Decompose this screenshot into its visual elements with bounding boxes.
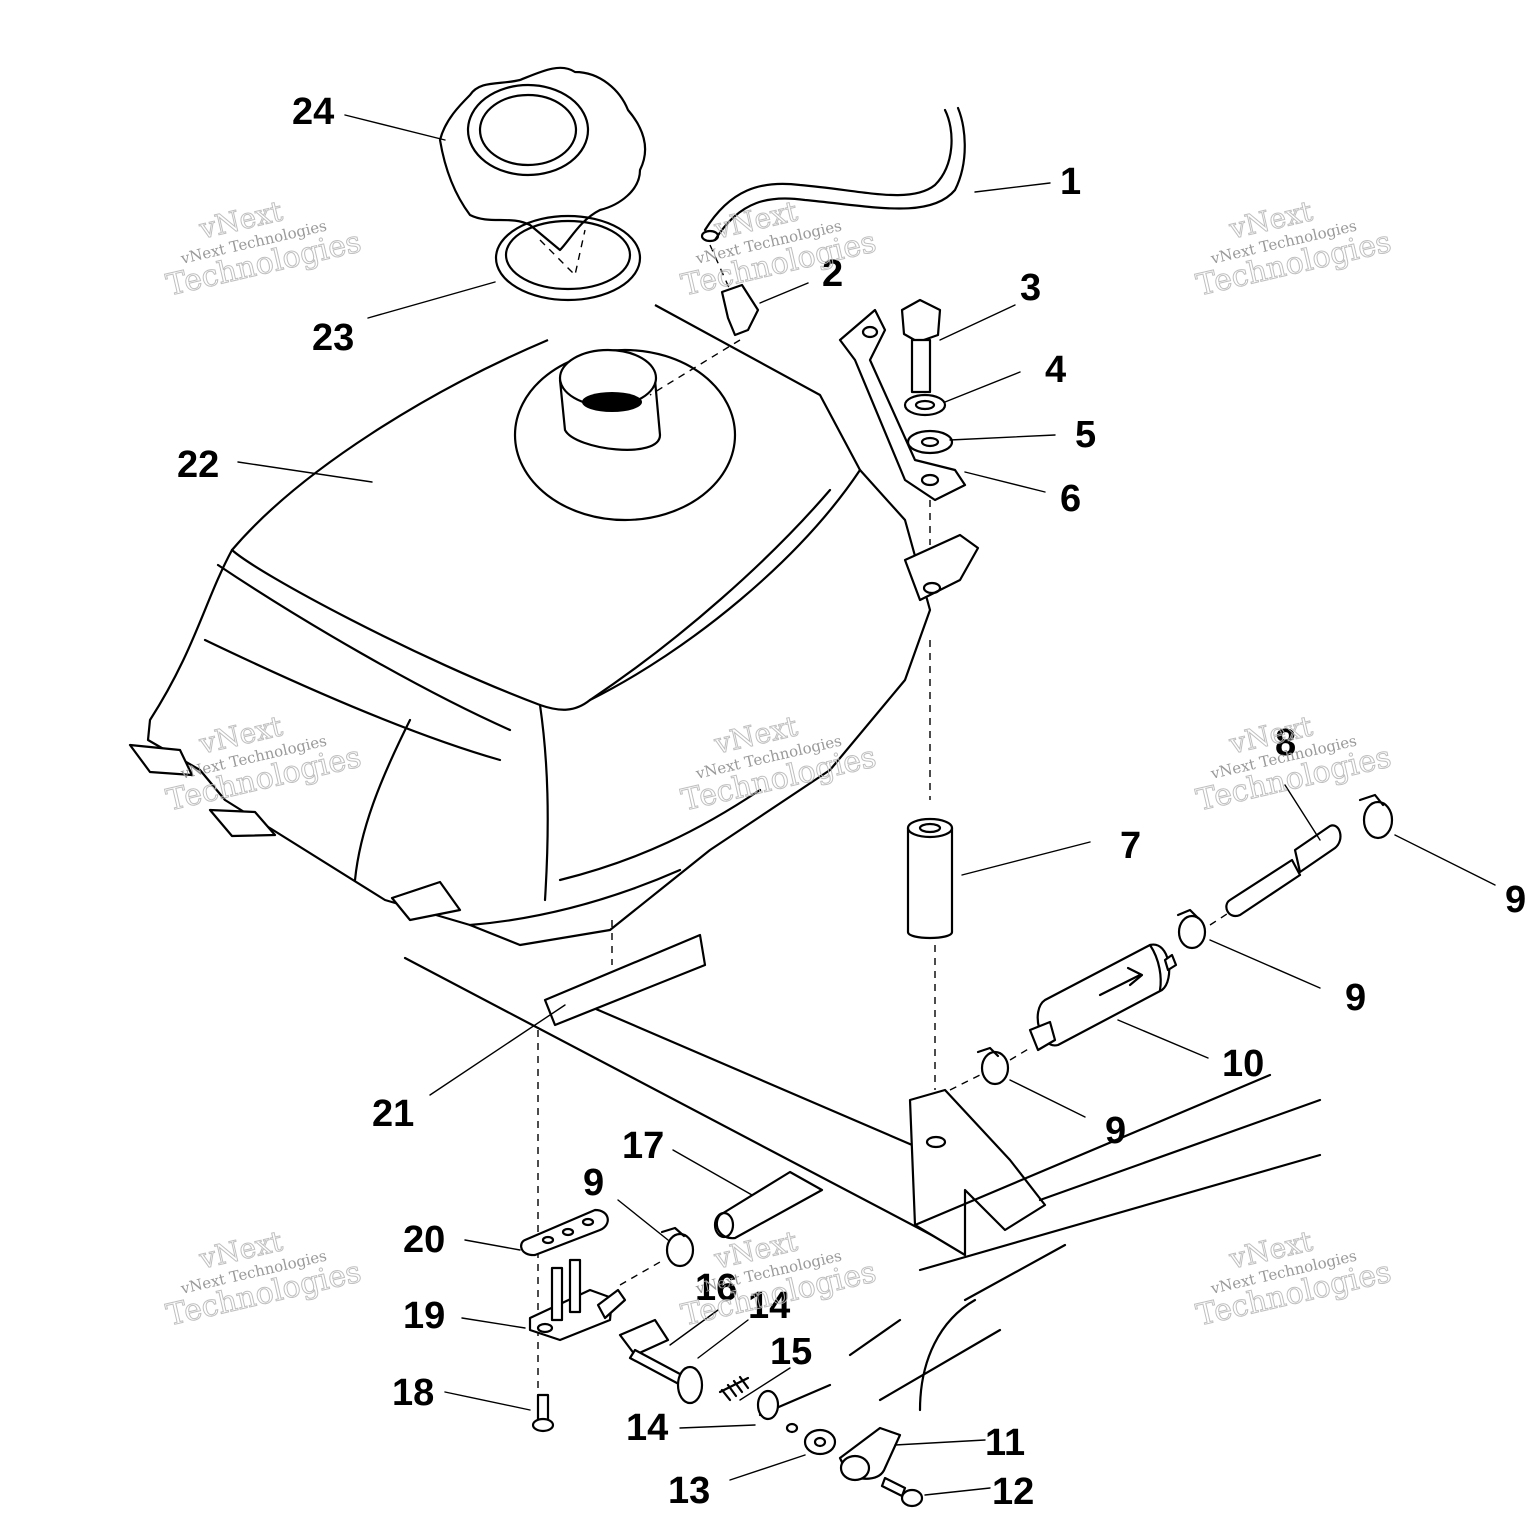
callout-11: 11 [985,1422,1025,1464]
lock-washer [903,393,947,417]
fuel-hose-lower [713,1170,824,1240]
callout-17: 17 [622,1125,664,1167]
spacer-tube [906,817,954,940]
callout-9d: 9 [583,1162,604,1204]
callout-14b: 14 [626,1407,668,1449]
frame [403,956,1322,1417]
fuel-cap [438,66,647,252]
fuel-petcock [528,1258,627,1342]
callout-3: 3 [1020,267,1041,309]
watermark: vNext vNext Technologies Technologies [163,1224,365,1334]
valve-washer [756,1389,780,1421]
elbow-fitting [720,283,760,337]
valve-knob [838,1426,902,1482]
callout-23: 23 [312,317,354,359]
callout-12: 12 [992,1471,1034,1513]
callout-24: 24 [292,91,334,133]
o-ring [494,214,642,302]
callout-7: 7 [1120,825,1141,867]
callout-21: 21 [372,1093,414,1135]
callout-16: 16 [695,1267,737,1309]
callout-22: 22 [177,444,219,486]
callout-9a: 9 [1505,879,1526,921]
vent-hose [700,106,966,243]
callout-15: 15 [770,1331,812,1373]
hex-bolt [900,298,942,394]
knob-screw [880,1476,924,1508]
valve-stem [618,1318,704,1405]
hose-clamp [976,1046,1010,1086]
watermark: vNext vNext Technologies Technologies [1193,1224,1395,1334]
callout-14a: 14 [748,1285,790,1327]
flat-washer [906,429,954,455]
callout-20: 20 [403,1219,445,1261]
rubber-pad [543,933,707,1027]
callout-2: 2 [822,253,843,295]
fuel-hose-upper [1225,824,1342,918]
o-ring-small [785,1422,799,1434]
callout-labels: 1 2 3 4 5 6 7 8 9 9 9 9 10 11 12 13 14 1… [177,91,1526,1513]
hose-clamp [1176,908,1207,950]
watermark: vNext vNext Technologies Technologies [678,194,880,304]
screw [531,1393,555,1433]
fuel-tank [128,304,980,947]
mounting-bracket [838,308,967,502]
callout-13: 13 [668,1470,710,1512]
leader-lines [237,114,1496,1496]
callout-19: 19 [403,1295,445,1337]
callout-1: 1 [1060,161,1081,203]
hose-clamp [660,1226,695,1268]
callout-9b: 9 [1345,977,1366,1019]
callout-6: 6 [1060,478,1081,520]
in-line-fuel-filter [1028,943,1178,1052]
callout-5: 5 [1075,414,1096,456]
callout-18: 18 [392,1372,434,1414]
callout-9c: 9 [1105,1110,1126,1152]
callout-4: 4 [1045,349,1066,391]
spring [718,1375,750,1402]
valve-washer [803,1428,837,1456]
watermark: vNext vNext Technologies Technologies [163,194,365,304]
callout-8: 8 [1275,722,1296,764]
callout-10: 10 [1222,1043,1264,1085]
watermark: vNext vNext Technologies Technologies [1193,194,1395,304]
mount-plate [520,1208,609,1257]
hose-clamp [1358,793,1394,840]
